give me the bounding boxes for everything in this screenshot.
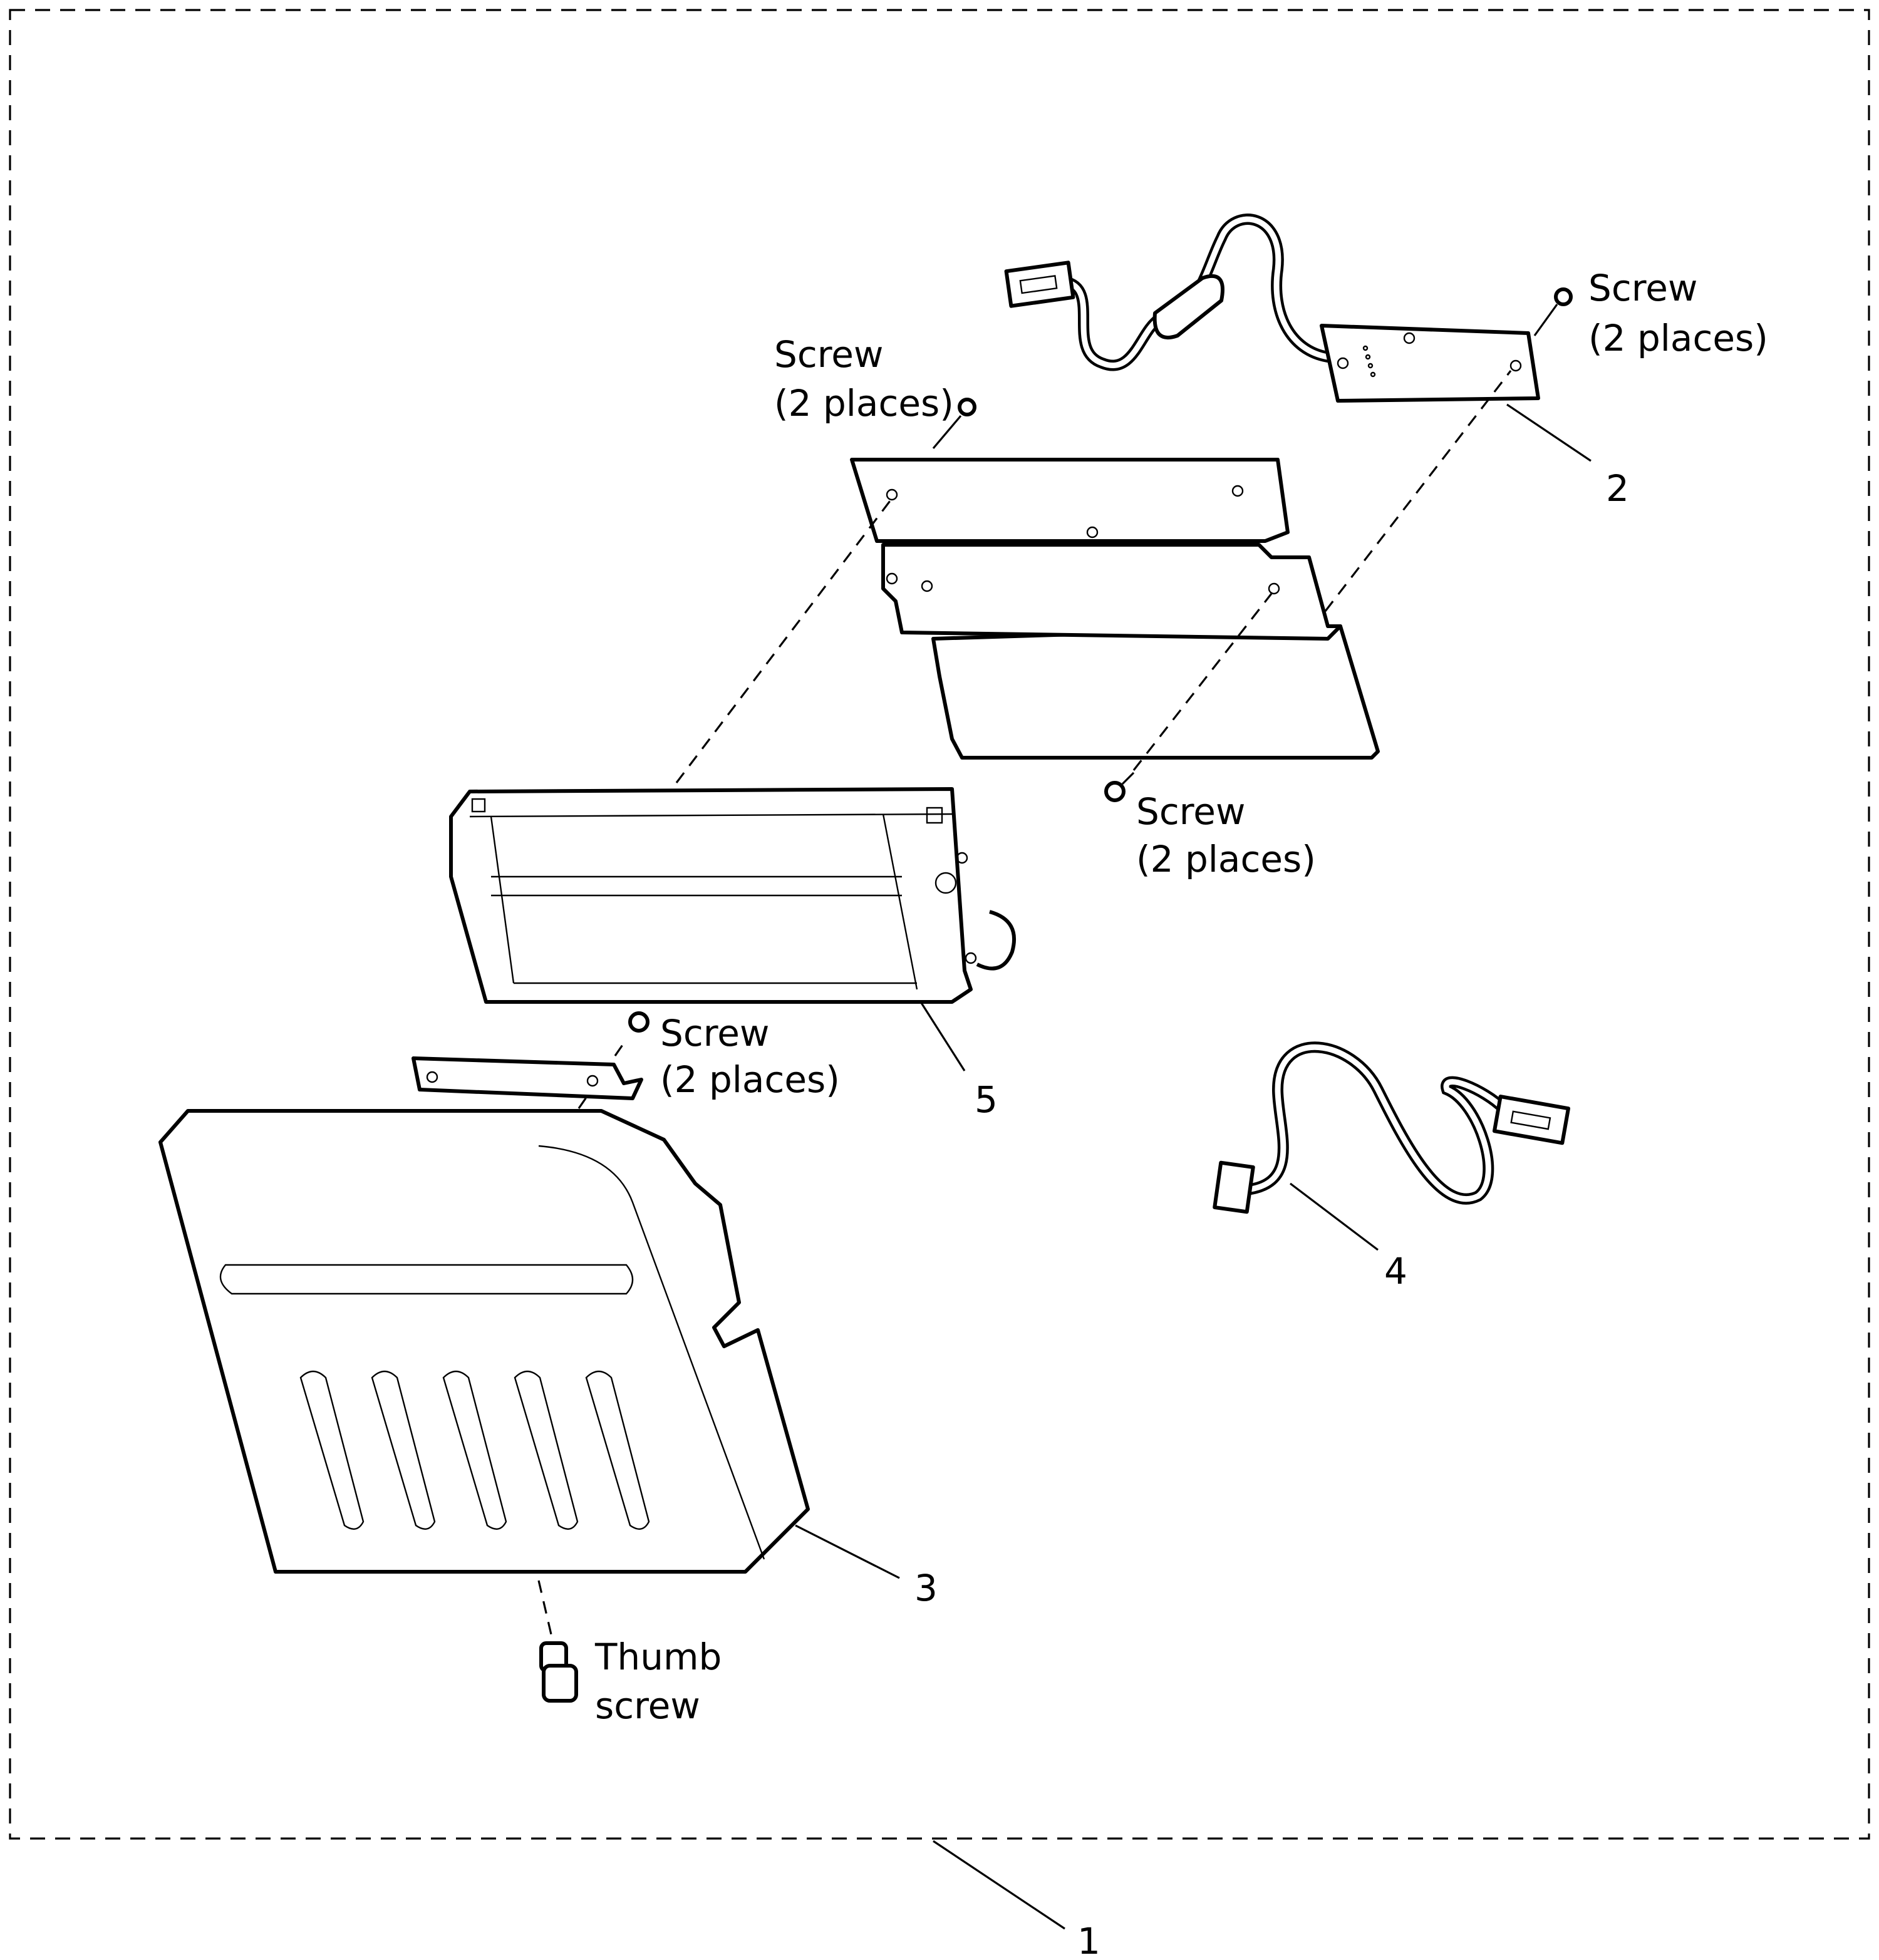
cutter-assembly bbox=[449, 787, 1017, 1004]
interconnect-cable bbox=[1213, 1041, 1571, 1214]
callout-1: 1 bbox=[1077, 1920, 1100, 1960]
alignment-line bbox=[1324, 370, 1512, 612]
screw-plate-label-2: (2 places) bbox=[774, 382, 954, 425]
leader-2 bbox=[1506, 403, 1592, 462]
sensor-board bbox=[1320, 324, 1540, 403]
alignment-line bbox=[1132, 593, 1273, 771]
connector bbox=[1492, 1095, 1571, 1145]
thumb-screw-label-1: Thumb bbox=[594, 1636, 722, 1678]
thumb-screw-label-2: screw bbox=[595, 1684, 700, 1727]
leader-3 bbox=[795, 1524, 900, 1579]
screw-icon bbox=[932, 398, 976, 450]
cover bbox=[158, 1109, 810, 1574]
leader-5 bbox=[919, 1001, 966, 1071]
kit-boundary bbox=[9, 9, 1870, 1840]
bracket bbox=[412, 1056, 643, 1100]
callout-4: 4 bbox=[1384, 1250, 1407, 1292]
sensor-board-assembly bbox=[1004, 214, 1540, 403]
screw-icon bbox=[1104, 771, 1135, 802]
screw-plate-label-1: Screw bbox=[774, 333, 883, 376]
screw-lower-label-2: (2 places) bbox=[1136, 838, 1316, 880]
callout-5: 5 bbox=[975, 1078, 998, 1121]
screw-icon bbox=[628, 1011, 650, 1033]
screw-board-label-2: (2 places) bbox=[1588, 317, 1768, 359]
mounting-plate bbox=[850, 458, 1380, 760]
callout-3: 3 bbox=[914, 1567, 938, 1609]
connector bbox=[1004, 260, 1075, 308]
connector bbox=[1213, 1160, 1255, 1214]
callout-2: 2 bbox=[1606, 467, 1629, 510]
ferrite-core bbox=[1152, 274, 1224, 340]
alignment-line bbox=[537, 1580, 552, 1635]
screw-board-label-1: Screw bbox=[1588, 267, 1697, 309]
leader-4 bbox=[1290, 1182, 1379, 1251]
leader-1 bbox=[933, 1840, 1065, 1930]
screw-lower-label-1: Screw bbox=[1136, 790, 1245, 833]
vent-slots bbox=[299, 1370, 650, 1530]
screw-bracket-label-2: (2 places) bbox=[660, 1058, 840, 1101]
screw-icon bbox=[1533, 287, 1573, 336]
screw-bracket-label-1: Screw bbox=[660, 1012, 769, 1055]
alignment-line bbox=[577, 1039, 628, 1109]
alignment-line bbox=[675, 498, 893, 783]
thumb-screw-icon bbox=[539, 1641, 578, 1703]
